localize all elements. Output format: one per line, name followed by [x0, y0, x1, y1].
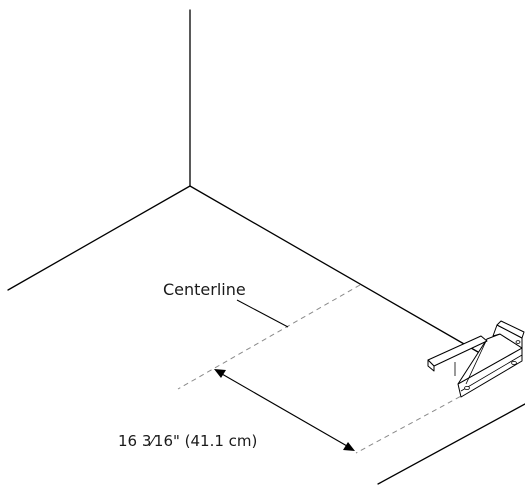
bracket-screw-hole [515, 340, 521, 344]
dimension-label: 16 3⁄16" (41.1 cm) [118, 432, 257, 450]
dimension-arrow-start [214, 369, 226, 378]
left-wall-floor-edge [7, 185, 191, 291]
bracket-screw-hole [464, 385, 470, 390]
bracket-fold-line [465, 338, 488, 385]
dimension-line [221, 373, 348, 447]
bracket-screw-hole [511, 360, 517, 365]
bracket-upright-lip [496, 320, 525, 339]
back-wall-floor-edge [189, 185, 479, 353]
front-floor-edge [377, 403, 525, 485]
dimension-arrow-end [343, 442, 355, 451]
centerline-dashed-line [177, 284, 361, 390]
bracket-side-arm-front [427, 359, 435, 372]
bracket-reference-dashed-line [355, 387, 477, 454]
centerline-leader [236, 299, 289, 328]
bracket-upright [492, 324, 523, 349]
bracket-base-edge [460, 354, 523, 392]
mounting-bracket-icon [427, 320, 525, 398]
centerline-label: Centerline [163, 280, 246, 299]
